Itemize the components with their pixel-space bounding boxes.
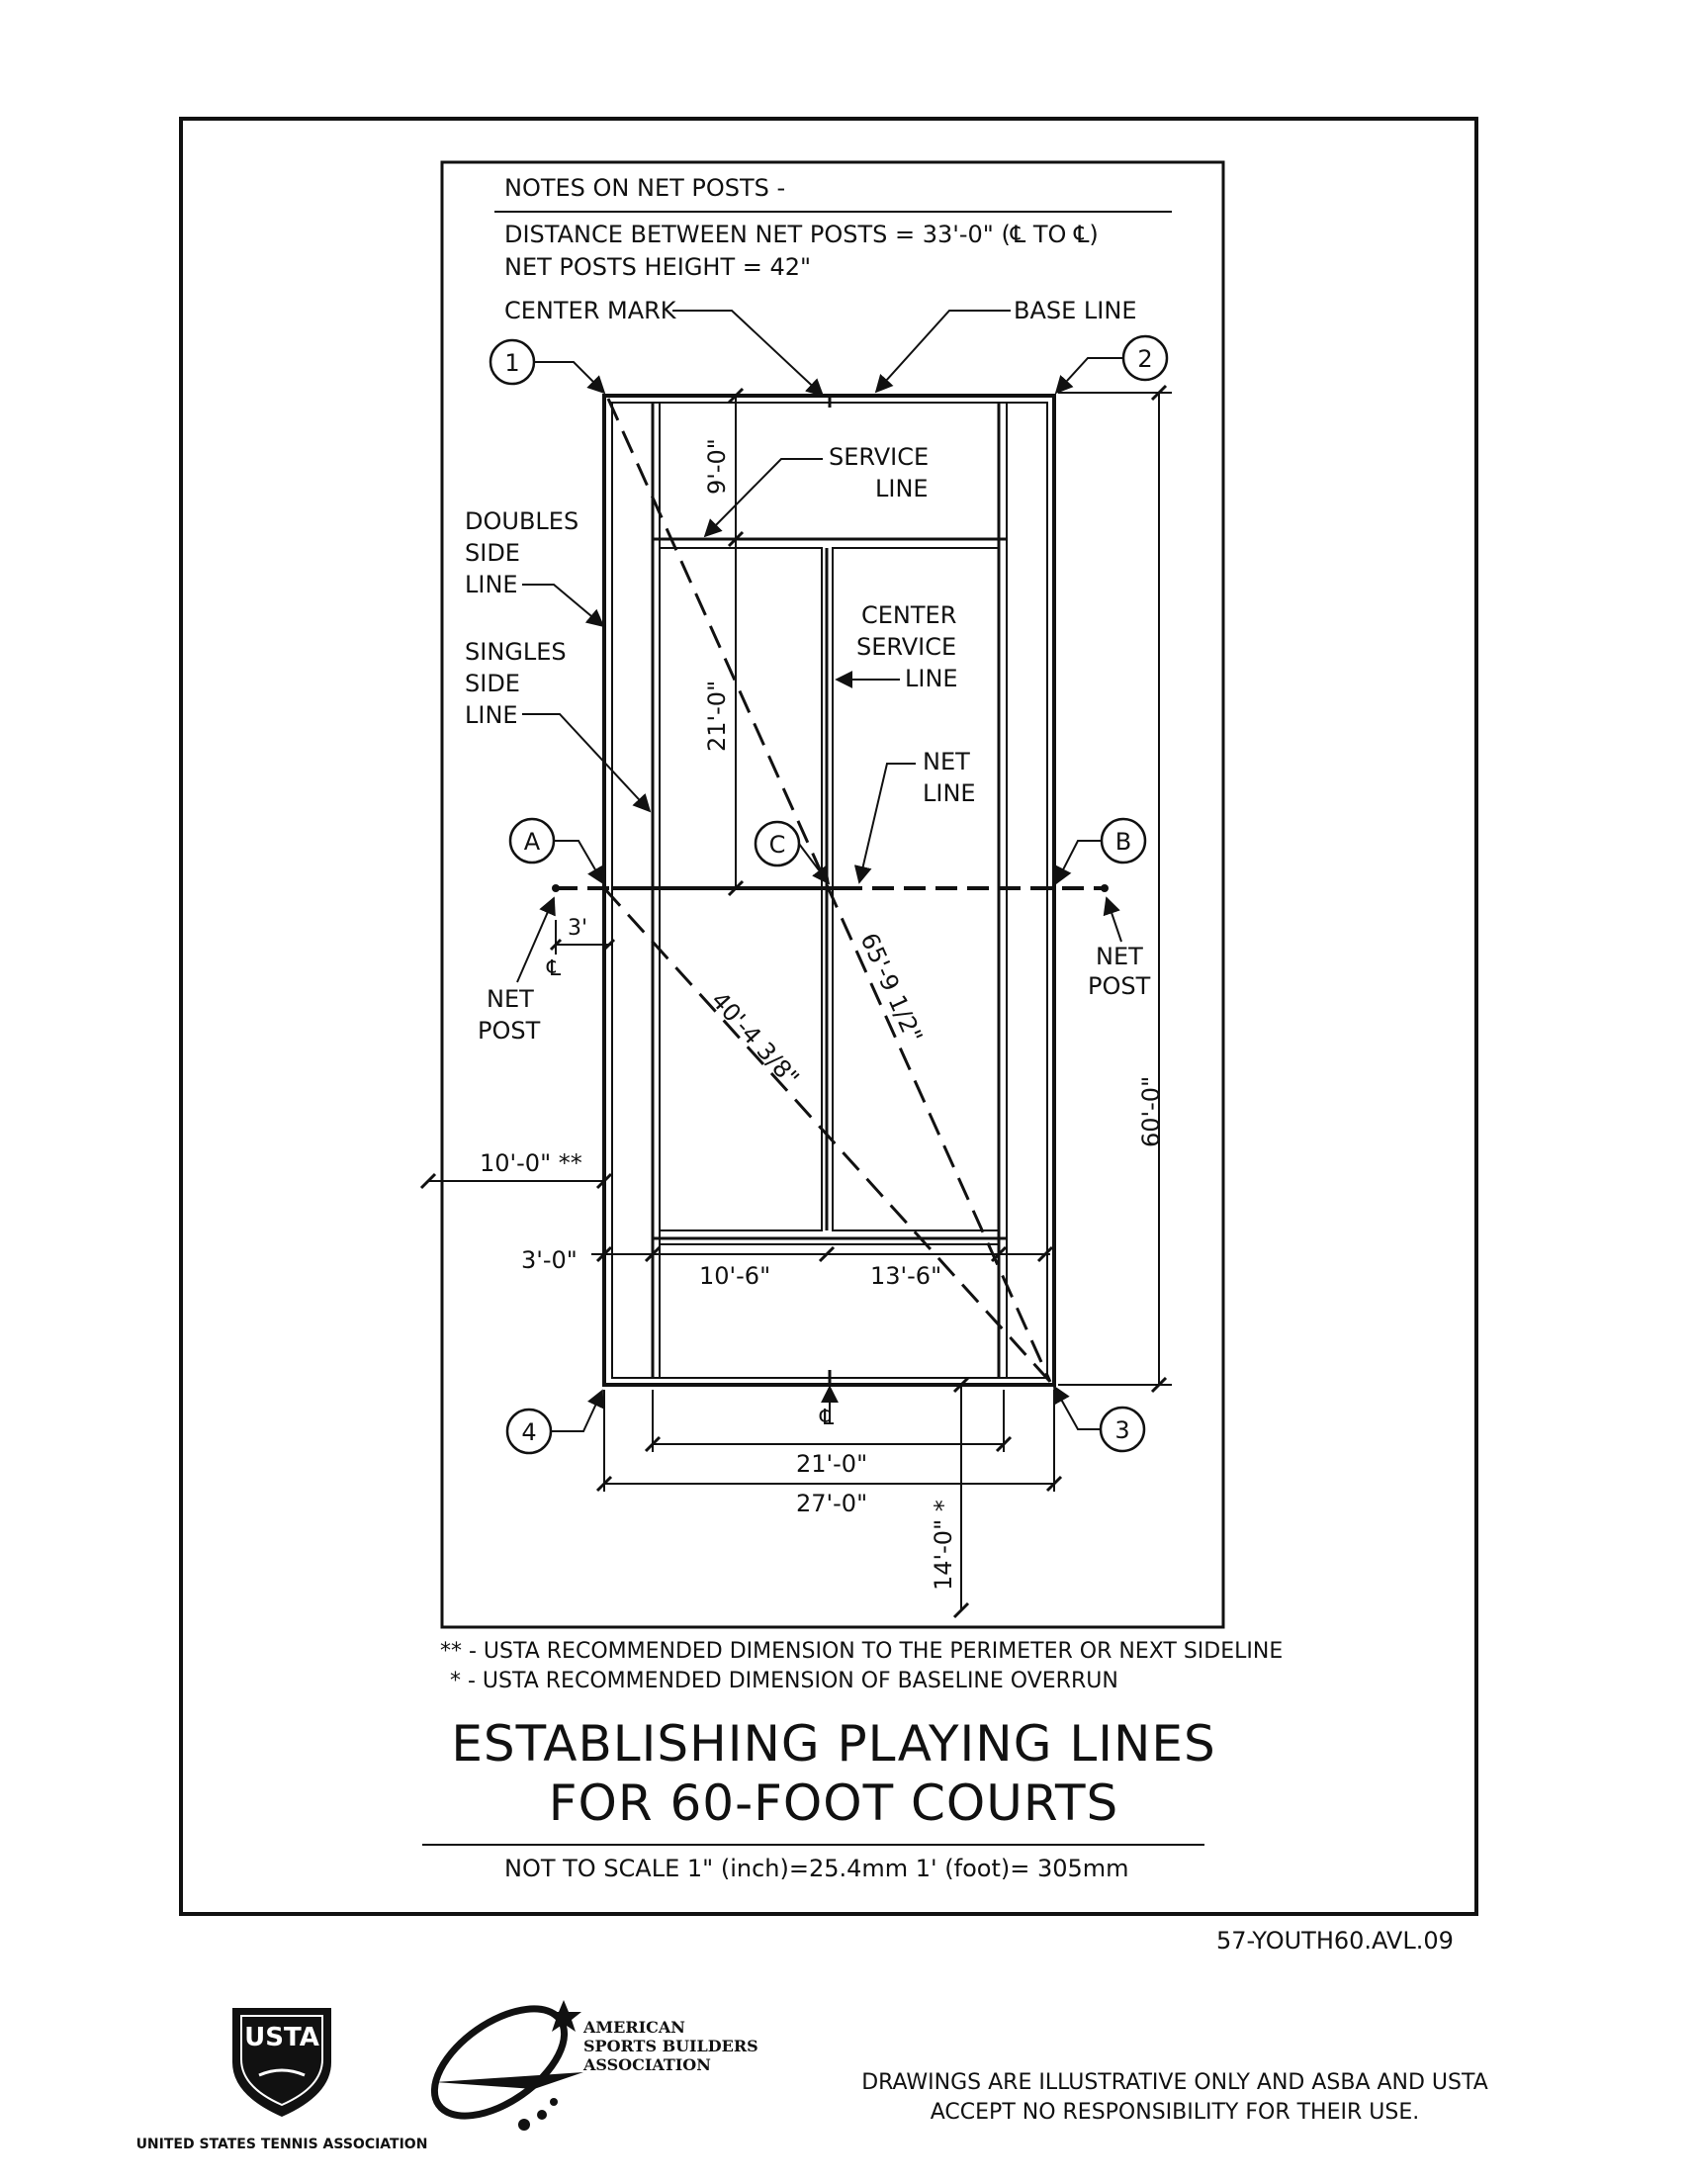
dim-14ft: 14'-0" * [930, 1500, 957, 1591]
center-service-line-label-3: LINE [905, 665, 958, 692]
inner-drawing-frame [440, 160, 1225, 1629]
net-post-left-label-1: NET [487, 985, 534, 1013]
svg-text:3: 3 [1114, 1416, 1129, 1444]
dim-13ft-6in: 13'-6" [870, 1262, 941, 1290]
dim-10ft-6in: 10'-6" [699, 1262, 770, 1290]
base-line-label: BASE LINE [1014, 297, 1136, 324]
footnote-overrun: * - USTA RECOMMENDED DIMENSION OF BASELI… [450, 1669, 1118, 1693]
marker-1: 1 [489, 338, 606, 395]
dim-21ft-horizontal: 21'-0" [796, 1450, 867, 1478]
doubles-side-line-label-3: LINE [465, 571, 518, 598]
marker-4: 4 [505, 1389, 604, 1455]
diagonal-40ft [602, 886, 1052, 1384]
diagonal-65ft [606, 398, 1052, 1383]
asba-text-2: SPORTS BUILDERS [583, 2037, 758, 2055]
marker-A: A [508, 817, 604, 885]
center-service-line-label-2: SERVICE [856, 633, 956, 661]
scale-note: NOT TO SCALE 1" (inch)=25.4mm 1' (foot)=… [504, 1855, 1129, 1882]
svg-text:A: A [524, 828, 541, 856]
drawing-id: 57-YOUTH60.AVL.09 [1216, 1927, 1454, 1955]
dim-3ft: 3' [568, 916, 587, 941]
title-line-1: ESTABLISHING PLAYING LINES [451, 1715, 1215, 1773]
svg-text:2: 2 [1137, 345, 1152, 373]
doubles-side-line-label-1: DOUBLES [465, 507, 578, 535]
asba-logo: AMERICAN SPORTS BUILDERS ASSOCIATION [430, 2000, 758, 2131]
centerline-symbol-left: ℄ [546, 956, 562, 981]
disclaimer-line-1: DRAWINGS ARE ILLUSTRATIVE ONLY AND ASBA … [861, 2070, 1488, 2095]
singles-side-line-label-1: SINGLES [465, 638, 567, 666]
center-service-line-label-1: CENTER [861, 601, 956, 629]
marker-B: B [1055, 817, 1147, 885]
notes-heading: NOTES ON NET POSTS - [504, 174, 785, 202]
dim-3ft-0in: 3'-0" [521, 1246, 578, 1274]
asba-text-1: AMERICAN [582, 2018, 685, 2037]
net-line-label-2: LINE [923, 779, 976, 807]
singles-side-line-label-3: LINE [465, 701, 518, 729]
dim-60ft: 60'-0" [1137, 1076, 1165, 1147]
net-post-right-label-1: NET [1096, 943, 1143, 970]
svg-text:C: C [769, 831, 786, 859]
service-line-label-1: SERVICE [829, 443, 929, 471]
net-post-left-dot [552, 884, 560, 892]
marker-3: 3 [1053, 1385, 1146, 1453]
center-mark-label: CENTER MARK [504, 297, 677, 324]
title-line-2: FOR 60-FOOT COURTS [549, 1774, 1119, 1832]
net-post-right-label-2: POST [1088, 972, 1151, 1000]
dim-diagonal-40ft: 40'-4 3/8" [706, 986, 805, 1092]
net-post-right-dot [1101, 884, 1109, 892]
usta-caption: UNITED STATES TENNIS ASSOCIATION [136, 2137, 428, 2152]
doubles-side-line-label-2: SIDE [465, 539, 520, 567]
dim-27ft: 27'-0" [796, 1490, 867, 1517]
notes-height: NET POSTS HEIGHT = 42" [504, 253, 811, 281]
dim-9ft: 9'-0" [703, 438, 731, 495]
marker-C: C [754, 820, 831, 885]
notes-distance: DISTANCE BETWEEN NET POSTS = 33'-0" (℄ T… [504, 221, 1099, 248]
footnote-perimeter: ** - USTA RECOMMENDED DIMENSION TO THE P… [440, 1639, 1283, 1664]
net-post-left-label-2: POST [478, 1017, 541, 1045]
disclaimer-line-2: ACCEPT NO RESPONSIBILITY FOR THEIR USE. [931, 2100, 1419, 2125]
svg-text:B: B [1115, 828, 1131, 856]
centerline-symbol-bottom: ℄ [819, 1406, 835, 1430]
marker-2: 2 [1054, 334, 1169, 395]
usta-logo: USTA UNITED STATES TENNIS ASSOCIATION [136, 2008, 428, 2152]
dim-21ft-vertical: 21'-0" [703, 681, 731, 752]
service-line-label-2: LINE [875, 475, 929, 502]
dim-10ft: 10'-0" ** [480, 1149, 582, 1177]
singles-side-line-label-2: SIDE [465, 670, 520, 697]
net-line-label-1: NET [923, 748, 970, 775]
svg-text:4: 4 [521, 1418, 536, 1446]
svg-text:1: 1 [504, 349, 519, 377]
asba-text-3: ASSOCIATION [582, 2055, 711, 2074]
usta-badge-text: USTA [244, 2023, 319, 2052]
outer-border [179, 117, 1478, 1916]
tennis-court [552, 394, 1109, 1387]
